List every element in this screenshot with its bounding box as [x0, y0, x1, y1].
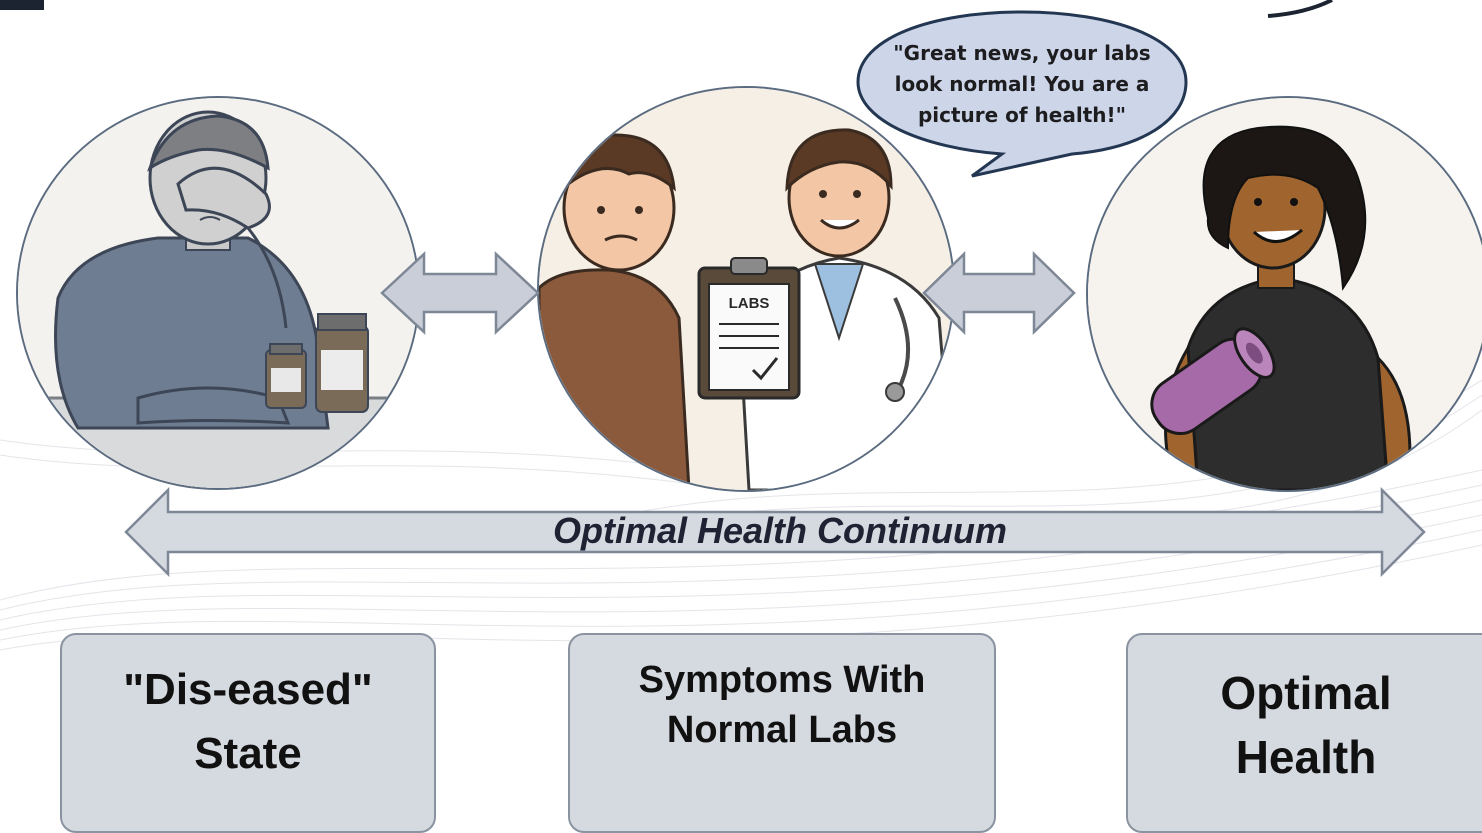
double-arrow-icon: [380, 251, 540, 335]
woman-with-yoga-mat-icon: [1088, 98, 1482, 490]
stage-box-optimal: Optimal Health: [1126, 633, 1482, 833]
speech-bubble: [856, 10, 1188, 178]
healthy-woman-illustration: [1086, 96, 1482, 492]
double-arrow-icon: [922, 251, 1076, 335]
clipboard-labs-label: LABS: [729, 295, 770, 312]
sad-person-with-pill-bottles-icon: [18, 98, 418, 488]
stage-box-diseased: "Dis-eased" State: [60, 633, 436, 833]
doctor-and-patient-illustration: LABS: [537, 86, 955, 492]
stage-label-optimal: Optimal Health: [1220, 667, 1392, 783]
continuum-label: Optimal Health Continuum: [553, 510, 1007, 551]
diseased-person-illustration: [16, 96, 420, 490]
corner-swoosh-decoration: [1267, 0, 1333, 18]
title-fragment: [0, 0, 44, 10]
stage-label-diseased: "Dis-eased" State: [123, 665, 373, 778]
stage-box-symptoms: Symptoms With Normal Labs: [568, 633, 996, 833]
continuum-double-arrow: [124, 486, 1426, 578]
stage-label-symptoms: Symptoms With Normal Labs: [638, 659, 926, 751]
speech-bubble-text: "Great news, your labs look normal! You …: [893, 41, 1151, 127]
